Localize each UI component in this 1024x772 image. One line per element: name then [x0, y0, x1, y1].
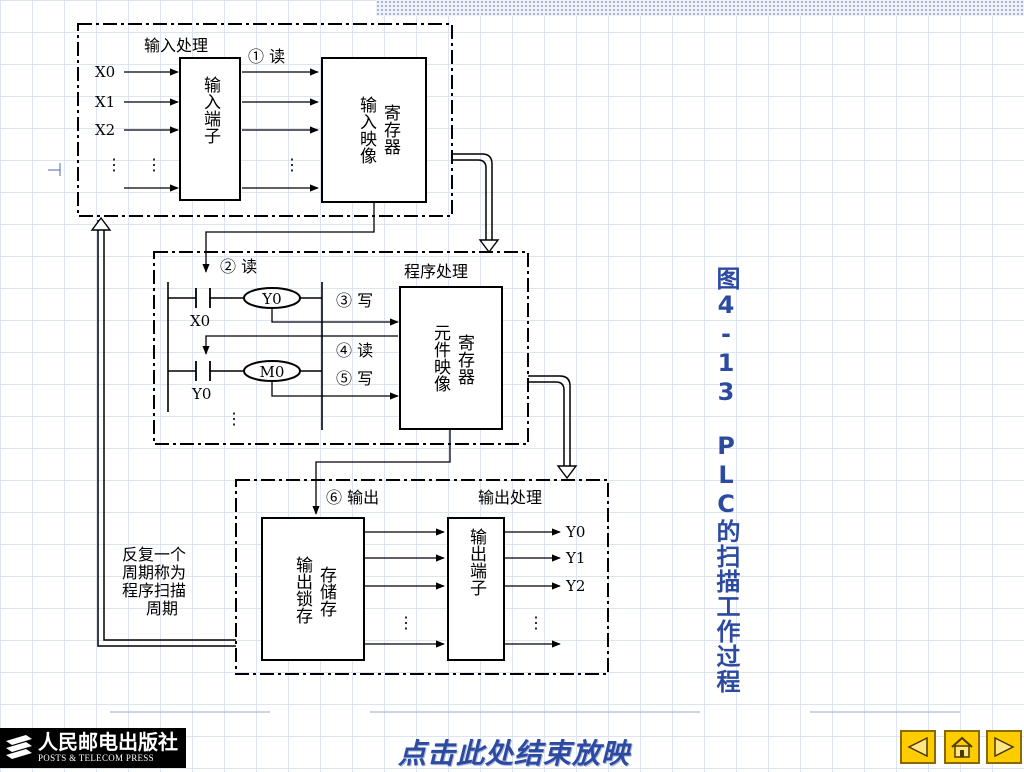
figure-title: 图4-13 PLC的扫描工作过程	[712, 266, 740, 694]
flow-arrow-input-to-program-outer	[452, 153, 493, 244]
program-register-label-1: 元件映像	[430, 324, 451, 392]
output-stage: ⑥ 输出 输出处理 输出锁存 存储存 ⋮ 输出端子 Y0 Y1 Y2 ⋮	[235, 479, 609, 675]
header-band	[376, 0, 1024, 16]
program-step-read-label: ② 读	[220, 257, 257, 276]
home-icon	[951, 736, 973, 758]
publisher-name-en: POSTS & TELECOM PRESS	[38, 753, 154, 763]
output-latch-label-1: 输出锁存	[292, 556, 313, 624]
next-slide-button[interactable]	[986, 730, 1022, 764]
input-dots-mid: ⋮	[146, 155, 162, 174]
coil-m0-label: M0	[260, 363, 285, 381]
output-terminal-label: 输出端子	[466, 528, 487, 596]
read-arrow-4	[202, 335, 398, 355]
output-stage-frame	[235, 479, 609, 675]
cycle-loop-inner	[103, 230, 236, 641]
prev-icon	[907, 736, 928, 758]
output-y0-label: Y0	[565, 523, 585, 541]
input-stage: 输入处理 ① 读 X0 X1 X2 ⋮ ⋮ ⋮ 输入端子 输入映像 寄存器	[77, 23, 453, 217]
publisher-mark-icon	[6, 735, 32, 759]
program-stage-title: 程序处理	[404, 262, 468, 281]
contact-y0-label: Y0	[191, 385, 211, 403]
contact-x0-label: X0	[190, 312, 210, 330]
next-icon	[994, 736, 1015, 758]
prev-slide-button[interactable]	[900, 730, 936, 764]
input-dots-left: ⋮	[106, 155, 122, 174]
cycle-note-line-1: 反复一个	[122, 545, 186, 564]
input-terminal-box	[179, 57, 241, 201]
input-x2-label: X2	[95, 121, 115, 139]
program-stage: 程序处理 ② 读 Y0 X0 ③ 写 ④ 读 M0 Y0 ⑤ 写 ⋮	[153, 251, 529, 445]
input-x1-label: X1	[95, 93, 115, 111]
input-register-label-2: 寄存器	[380, 104, 401, 155]
program-register-label-2: 寄存器	[454, 334, 475, 385]
program-step-write-label: ③ 写	[336, 291, 373, 310]
cycle-note-line-2: 周期称为	[122, 563, 186, 582]
end-slideshow-link[interactable]: 点击此处结束放映	[398, 737, 631, 770]
publisher-logo: 人民邮电出版社 POSTS & TELECOM PRESS	[0, 728, 186, 768]
output-dots-right: ⋮	[528, 613, 544, 632]
output-latch-box	[261, 517, 365, 661]
cycle-loop-outer	[97, 220, 236, 647]
output-step-label: ⑥ 输出	[326, 488, 379, 507]
write-arrow-3	[271, 308, 399, 326]
output-y1-label: Y1	[565, 549, 585, 567]
output-y2-label: Y2	[565, 577, 585, 595]
input-terminal-label: 输入端子	[200, 76, 221, 144]
output-transfer-line	[312, 429, 451, 515]
cycle-note-line-3: 程序扫描	[122, 581, 186, 600]
input-image-register-box	[321, 57, 427, 203]
output-dots-mid: ⋮	[398, 613, 414, 632]
write-arrow-5	[271, 381, 399, 400]
cycle-loop-head	[90, 216, 112, 231]
output-latch-label-2: 存储存	[316, 566, 337, 617]
element-image-register-box	[399, 286, 503, 430]
input-stage-title: 输入处理	[144, 36, 208, 55]
flow-arrow-program-to-output-inner	[528, 381, 565, 470]
program-step-write2-label: ⑤ 写	[336, 369, 373, 388]
output-stage-title: 输出处理	[478, 488, 542, 507]
home-button[interactable]	[944, 730, 980, 764]
input-stage-frame	[77, 23, 453, 217]
publisher-name-cn: 人民邮电出版社	[38, 730, 178, 754]
flow-arrow-program-to-output-outer	[528, 375, 571, 470]
cycle-note: 反复一个 周期称为 程序扫描 周期	[122, 545, 186, 618]
input-register-label-1: 输入映像	[356, 96, 377, 164]
input-x0-label: X0	[95, 63, 115, 81]
program-step-read2-label: ④ 读	[336, 341, 373, 360]
input-dots-right: ⋮	[284, 155, 300, 174]
cycle-note-line-4: 周期	[146, 599, 178, 618]
flow-arrow-head-1	[478, 239, 500, 254]
output-terminal-box	[447, 517, 505, 661]
program-dots: ⋮	[226, 409, 242, 428]
coil-y0-label: Y0	[261, 290, 281, 308]
input-step-read-label: ① 读	[248, 47, 285, 66]
program-stage-frame	[153, 251, 529, 445]
flow-arrow-input-to-program-inner	[452, 159, 487, 244]
flow-arrow-head-2	[556, 465, 578, 480]
cursor-mark	[48, 163, 61, 176]
